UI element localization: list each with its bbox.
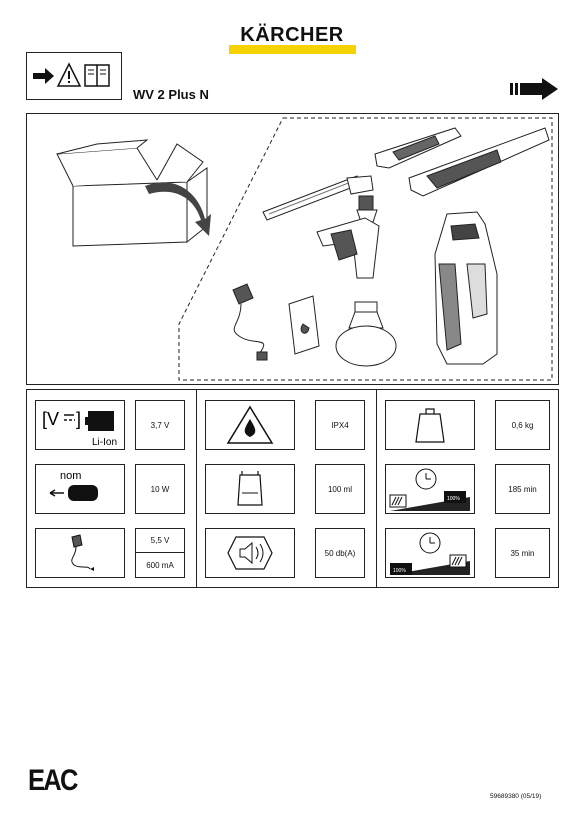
battery-type-label: Li-Ion — [92, 437, 117, 448]
battery-runtime-icon: 100% — [389, 468, 470, 511]
runtime-value: 185 min — [495, 464, 550, 514]
battery-full-label: 100% — [447, 496, 460, 502]
charging-time-icon: 100% — [390, 532, 470, 575]
noise-value: 50 db(A) — [315, 528, 365, 578]
weight-value: 0,6 kg — [495, 400, 550, 450]
battery-icon-cell: [V ] Li-Ion — [35, 400, 125, 450]
battery-voltage-icon: [V ] Li-Ion — [42, 409, 117, 448]
unpack-arrow-icon — [145, 182, 211, 236]
charger-values: 5,5 V 600 mA — [135, 528, 185, 578]
arrow-right-icon — [33, 68, 54, 84]
manual-book-icon — [84, 64, 110, 87]
charger-current-value: 600 mA — [146, 560, 174, 570]
scope-of-delivery-illustration — [26, 113, 559, 385]
brand-bar — [229, 45, 356, 54]
leaflet-icon — [288, 295, 320, 355]
squeegee-blade-icon — [262, 175, 362, 221]
motor-icon-cell: nom — [35, 464, 125, 514]
safety-pictogram-box — [26, 52, 122, 100]
charger-icon — [232, 283, 268, 361]
window-vacuum-icon — [434, 211, 498, 365]
suction-nozzle-icon — [374, 127, 550, 197]
dirty-water-tank-icon — [237, 471, 263, 506]
specifications-table: [V ] Li-Ion 3,7 V nom 10 W 5,5 V 600 mA — [26, 389, 559, 588]
charger-icon — [71, 534, 94, 571]
next-page-arrow-icon — [508, 78, 560, 105]
noise-icon-cell — [205, 528, 295, 578]
tank-icon-cell — [205, 464, 295, 514]
water-protection-icon-cell — [205, 400, 295, 450]
svg-text:]: ] — [76, 409, 81, 429]
tank-volume-value: 100 ml — [315, 464, 365, 514]
box-icon — [56, 139, 208, 247]
runtime-icon-cell: 100% — [385, 464, 475, 514]
water-drop-warning-icon — [226, 405, 274, 444]
charge-time-icon-cell: 100% — [385, 528, 475, 578]
detergent-bottle-icon — [335, 301, 397, 367]
spray-bottle-icon — [316, 175, 380, 279]
charge-time-value: 35 min — [495, 528, 550, 578]
charger-voltage-value: 5,5 V — [136, 529, 184, 553]
speaker-sound-icon — [227, 536, 273, 570]
eac-conformity-mark: EAC — [28, 764, 78, 797]
charger-icon-cell — [35, 528, 125, 578]
power-value: 10 W — [135, 464, 185, 514]
column-divider — [376, 390, 377, 587]
motor-icon: nom — [49, 470, 98, 501]
protection-value: IPX4 — [315, 400, 365, 450]
document-number: 59689380 (05/19) — [490, 793, 542, 800]
battery-full-label: 100% — [393, 568, 406, 574]
weight-icon-cell — [385, 400, 475, 450]
voltage-value: 3,7 V — [135, 400, 185, 450]
model-name: WV 2 Plus N — [133, 87, 209, 102]
brand-logo: KÄRCHER — [240, 24, 344, 46]
warning-triangle-icon — [56, 62, 82, 87]
weight-icon — [415, 408, 445, 443]
column-divider — [196, 390, 197, 587]
svg-text:[V: [V — [42, 409, 59, 429]
motor-nominal-label: nom — [60, 470, 81, 482]
